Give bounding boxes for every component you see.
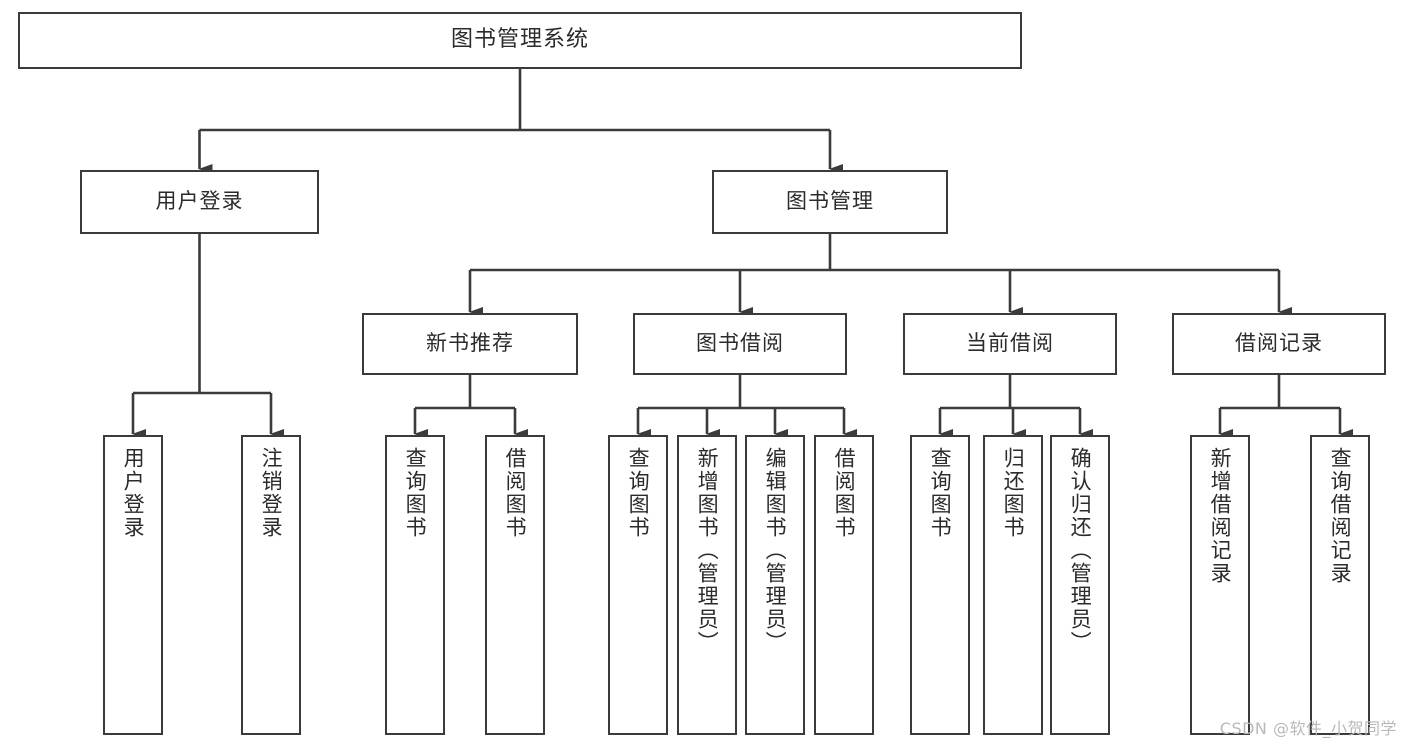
node-leaf_edit_book[interactable]: 编辑图书（管理员） — [745, 435, 805, 735]
node-leaf_query_record[interactable]: 查询借阅记录 — [1310, 435, 1370, 735]
node-label: 查询借阅记录 — [1328, 447, 1353, 585]
node-leaf_user_login[interactable]: 用户登录 — [103, 435, 163, 735]
node-label: 图书借阅 — [696, 331, 784, 356]
node-label: 查询图书 — [403, 447, 428, 539]
node-label: 图书管理 — [786, 189, 874, 214]
node-leaf_query_book_1[interactable]: 查询图书 — [385, 435, 445, 735]
node-leaf_confirm_ret[interactable]: 确认归还（管理员） — [1050, 435, 1110, 735]
node-label: 编辑图书（管理员） — [763, 447, 788, 654]
node-leaf_add_book[interactable]: 新增图书（管理员） — [677, 435, 737, 735]
node-label: 当前借阅 — [966, 331, 1054, 356]
node-label: 借阅记录 — [1235, 331, 1323, 356]
node-label: 新增借阅记录 — [1208, 447, 1233, 585]
node-label: 新增图书（管理员） — [695, 447, 720, 654]
node-leaf_add_record[interactable]: 新增借阅记录 — [1190, 435, 1250, 735]
node-label: 借阅图书 — [832, 447, 857, 539]
node-leaf_borrow_book_2[interactable]: 借阅图书 — [814, 435, 874, 735]
node-leaf_return_book[interactable]: 归还图书 — [983, 435, 1043, 735]
node-leaf_user_logout[interactable]: 注销登录 — [241, 435, 301, 735]
node-root[interactable]: 图书管理系统 — [18, 12, 1022, 69]
node-label: 查询图书 — [626, 447, 651, 539]
node-current_borrow[interactable]: 当前借阅 — [903, 313, 1117, 375]
node-label: 新书推荐 — [426, 331, 514, 356]
node-borrow_record[interactable]: 借阅记录 — [1172, 313, 1386, 375]
node-label: 查询图书 — [928, 447, 953, 539]
watermark-text: CSDN @软件_小贺同学 — [1219, 719, 1397, 738]
node-leaf_query_book_3[interactable]: 查询图书 — [910, 435, 970, 735]
node-label: 图书管理系统 — [450, 27, 589, 53]
node-label: 确认归还（管理员） — [1068, 447, 1093, 654]
node-book_borrow[interactable]: 图书借阅 — [633, 313, 847, 375]
node-new_book_rec[interactable]: 新书推荐 — [362, 313, 578, 375]
node-leaf_borrow_book_1[interactable]: 借阅图书 — [485, 435, 545, 735]
node-label: 注销登录 — [259, 447, 284, 539]
node-label: 用户登录 — [121, 447, 146, 539]
node-book_mgmt[interactable]: 图书管理 — [712, 170, 948, 234]
node-user_login[interactable]: 用户登录 — [80, 170, 319, 234]
node-label: 借阅图书 — [503, 447, 528, 539]
node-label: 用户登录 — [155, 189, 244, 214]
node-leaf_query_book_2[interactable]: 查询图书 — [608, 435, 668, 735]
node-label: 归还图书 — [1001, 447, 1026, 539]
